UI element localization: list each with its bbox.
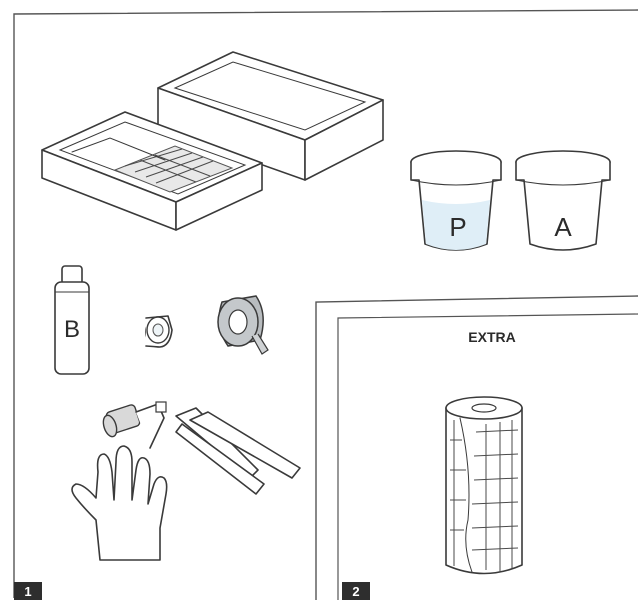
panel-1-number: 1 <box>24 584 31 599</box>
cup-p-icon: P <box>411 151 501 250</box>
panel-2-number: 2 <box>352 584 359 599</box>
cup-p-label: P <box>449 212 466 242</box>
cup-a-label: A <box>554 212 572 242</box>
glove-icon <box>72 446 167 560</box>
fiberglass-roll-icon <box>446 397 522 574</box>
bottle-b-icon: B <box>55 266 89 374</box>
bottle-b-label: B <box>64 316 80 343</box>
small-tape-roll-icon <box>146 316 172 347</box>
cup-a-icon: A <box>516 151 610 250</box>
panel-2-title: EXTRA <box>468 329 515 345</box>
storage-box-icon <box>42 52 383 230</box>
large-tape-roll-icon <box>218 296 268 354</box>
